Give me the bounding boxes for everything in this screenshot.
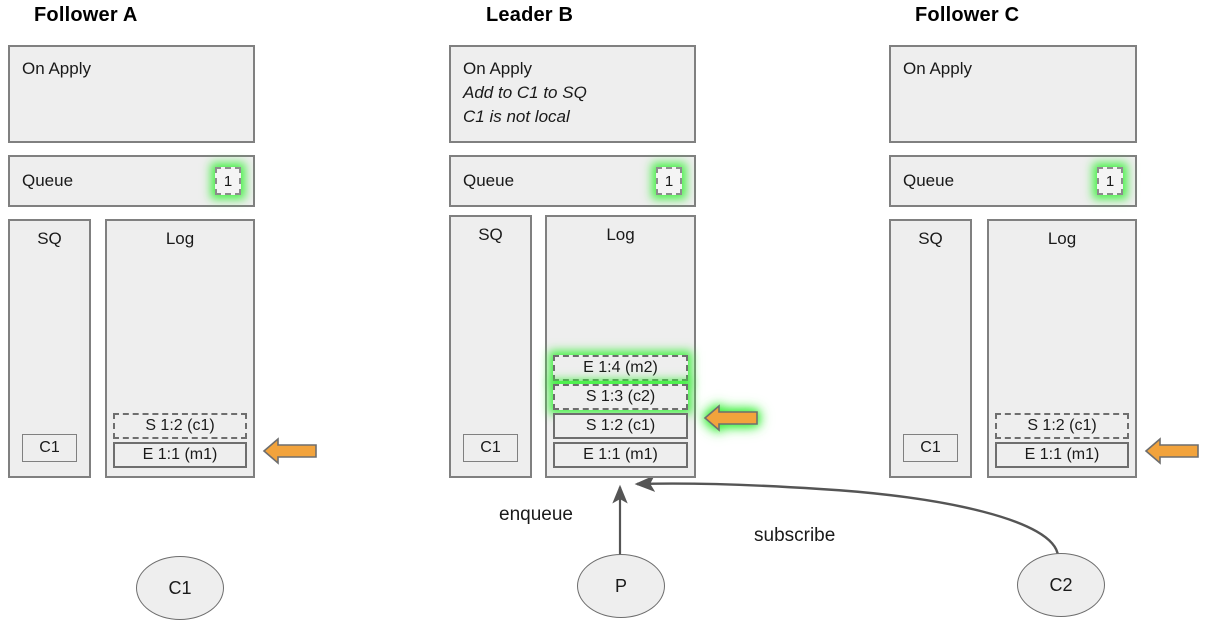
sq-column-label: SQ [478, 225, 503, 244]
on-apply-heading: On Apply [463, 59, 532, 78]
log-entry: S 1:2 (c1) [113, 413, 247, 439]
sq-column-follower-c: SQ C1 [889, 219, 972, 478]
queue-label: Queue [903, 171, 955, 190]
on-apply-box-follower-a: On Apply [8, 45, 255, 143]
on-apply-note: C1 is not local [463, 107, 570, 126]
log-entry: E 1:1 (m1) [113, 442, 247, 468]
producer-node-p: P [577, 554, 665, 618]
queue-box-follower-c: Queue 1 [889, 155, 1137, 207]
log-column-follower-c: Log E 1:1 (m1) S 1:2 (c1) [987, 219, 1137, 478]
sq-column-follower-a: SQ C1 [8, 219, 91, 478]
queue-count-badge: 1 [656, 167, 682, 195]
log-entry: S 1:3 (c2) [553, 384, 688, 410]
log-entry: E 1:1 (m1) [995, 442, 1129, 468]
log-entry-stack: E 1:1 (m1) S 1:2 (c1) S 1:3 (c2) E 1:4 (… [553, 355, 688, 468]
on-apply-heading: On Apply [22, 59, 91, 78]
on-apply-box-follower-c: On Apply [889, 45, 1137, 143]
log-column-label: Log [165, 229, 195, 248]
queue-label: Queue [22, 171, 74, 190]
edge-label-enqueue: enqueue [499, 504, 573, 525]
log-entry: S 1:2 (c1) [553, 413, 688, 439]
client-node-c1: C1 [136, 556, 224, 620]
queue-count-badge: 1 [1097, 167, 1123, 195]
queue-box-follower-a: Queue 1 [8, 155, 255, 207]
on-apply-note: Add to C1 to SQ [463, 83, 587, 102]
node-title-leader-b: Leader B [486, 4, 574, 26]
queue-label: Queue [463, 171, 515, 190]
edge-label-subscribe: subscribe [754, 525, 836, 546]
edge-subscribe-line [634, 475, 1060, 557]
node-title-follower-c: Follower C [915, 4, 1020, 26]
sq-item: C1 [463, 434, 518, 462]
log-column-label: Log [1047, 229, 1077, 248]
on-apply-heading: On Apply [903, 59, 972, 78]
client-node-c2: C2 [1017, 553, 1105, 617]
sq-column-label: SQ [918, 229, 943, 248]
log-column-label: Log [606, 225, 635, 244]
log-entry: S 1:2 (c1) [995, 413, 1129, 439]
sq-column-label: SQ [37, 229, 62, 248]
log-entry-stack: E 1:1 (m1) S 1:2 (c1) [995, 413, 1129, 468]
node-title-follower-a: Follower A [34, 4, 138, 26]
log-column-follower-a: Log E 1:1 (m1) S 1:2 (c1) [105, 219, 255, 478]
queue-count-badge: 1 [215, 167, 241, 195]
log-entry-stack: E 1:1 (m1) S 1:2 (c1) [113, 413, 247, 468]
apply-pointer-arrow-follower-c [1144, 434, 1200, 468]
sq-column-leader-b: SQ C1 [449, 215, 532, 478]
on-apply-box-leader-b: On Apply Add to C1 to SQ C1 is not local [449, 45, 696, 143]
apply-pointer-arrow-follower-a [262, 434, 318, 468]
log-entry: E 1:1 (m1) [553, 442, 688, 468]
sq-item: C1 [903, 434, 958, 462]
queue-box-leader-b: Queue 1 [449, 155, 696, 207]
sq-item: C1 [22, 434, 77, 462]
log-entry: E 1:4 (m2) [553, 355, 688, 381]
log-column-leader-b: Log E 1:1 (m1) S 1:2 (c1) S 1:3 (c2) E 1… [545, 215, 696, 478]
apply-pointer-arrow-leader-b [703, 401, 759, 435]
